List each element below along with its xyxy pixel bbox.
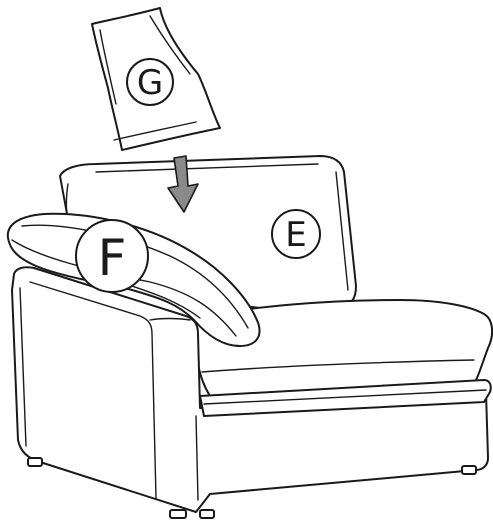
seat-cushion <box>195 299 493 397</box>
label-f: F <box>75 219 149 293</box>
label-e-circle <box>271 209 321 259</box>
label-e-text: E <box>285 215 306 255</box>
label-e: E <box>271 209 321 259</box>
label-g: G <box>126 58 174 106</box>
label-g-circle <box>126 58 174 106</box>
label-g-text: G <box>137 63 163 103</box>
label-f-circle <box>75 219 149 293</box>
label-f-text: F <box>98 229 127 287</box>
insert-arrow <box>167 155 199 213</box>
sofa-base <box>11 266 492 519</box>
back-cushion <box>59 155 357 309</box>
